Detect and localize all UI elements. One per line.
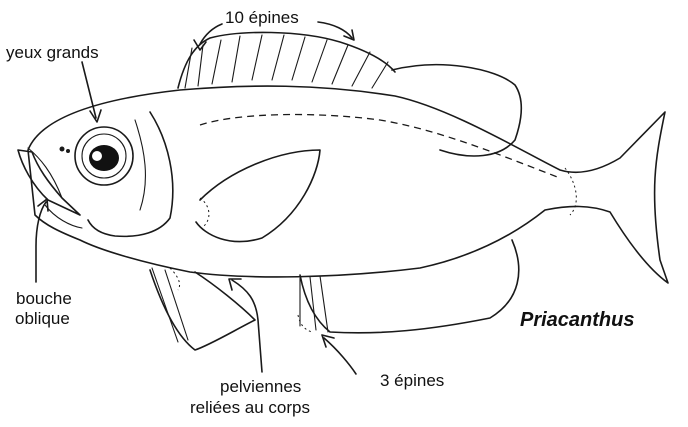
label-mouth-line1: bouche bbox=[16, 289, 72, 308]
arrow-mouth bbox=[36, 199, 48, 282]
arrow-anal bbox=[322, 335, 356, 374]
caudal-joint bbox=[565, 168, 576, 215]
body-outline bbox=[28, 86, 668, 283]
pectoral-fin bbox=[196, 150, 320, 242]
label-pelvic-line1: pelviennes bbox=[220, 377, 301, 396]
soft-dorsal-fin bbox=[392, 65, 521, 156]
pectoral-joint bbox=[200, 198, 209, 226]
anal-fin bbox=[298, 240, 519, 333]
label-dorsal-spines: 10 épines bbox=[225, 8, 299, 27]
pelvic-fin bbox=[150, 268, 255, 350]
label-pelvic-line2: reliées au corps bbox=[190, 398, 310, 417]
label-mouth-line2: oblique bbox=[15, 309, 70, 328]
nostril bbox=[66, 149, 70, 153]
mouth bbox=[18, 148, 82, 228]
species-name: Priacanthus bbox=[520, 309, 634, 331]
label-eyes: yeux grands bbox=[6, 43, 99, 62]
lateral-line bbox=[200, 115, 560, 178]
eye bbox=[75, 127, 133, 185]
arrow-eyes bbox=[82, 62, 101, 122]
nostril bbox=[60, 147, 65, 152]
preoperculum bbox=[135, 120, 145, 210]
label-anal-spines: 3 épines bbox=[380, 371, 444, 390]
spiny-dorsal-fin bbox=[178, 32, 395, 88]
operculum bbox=[88, 112, 173, 236]
